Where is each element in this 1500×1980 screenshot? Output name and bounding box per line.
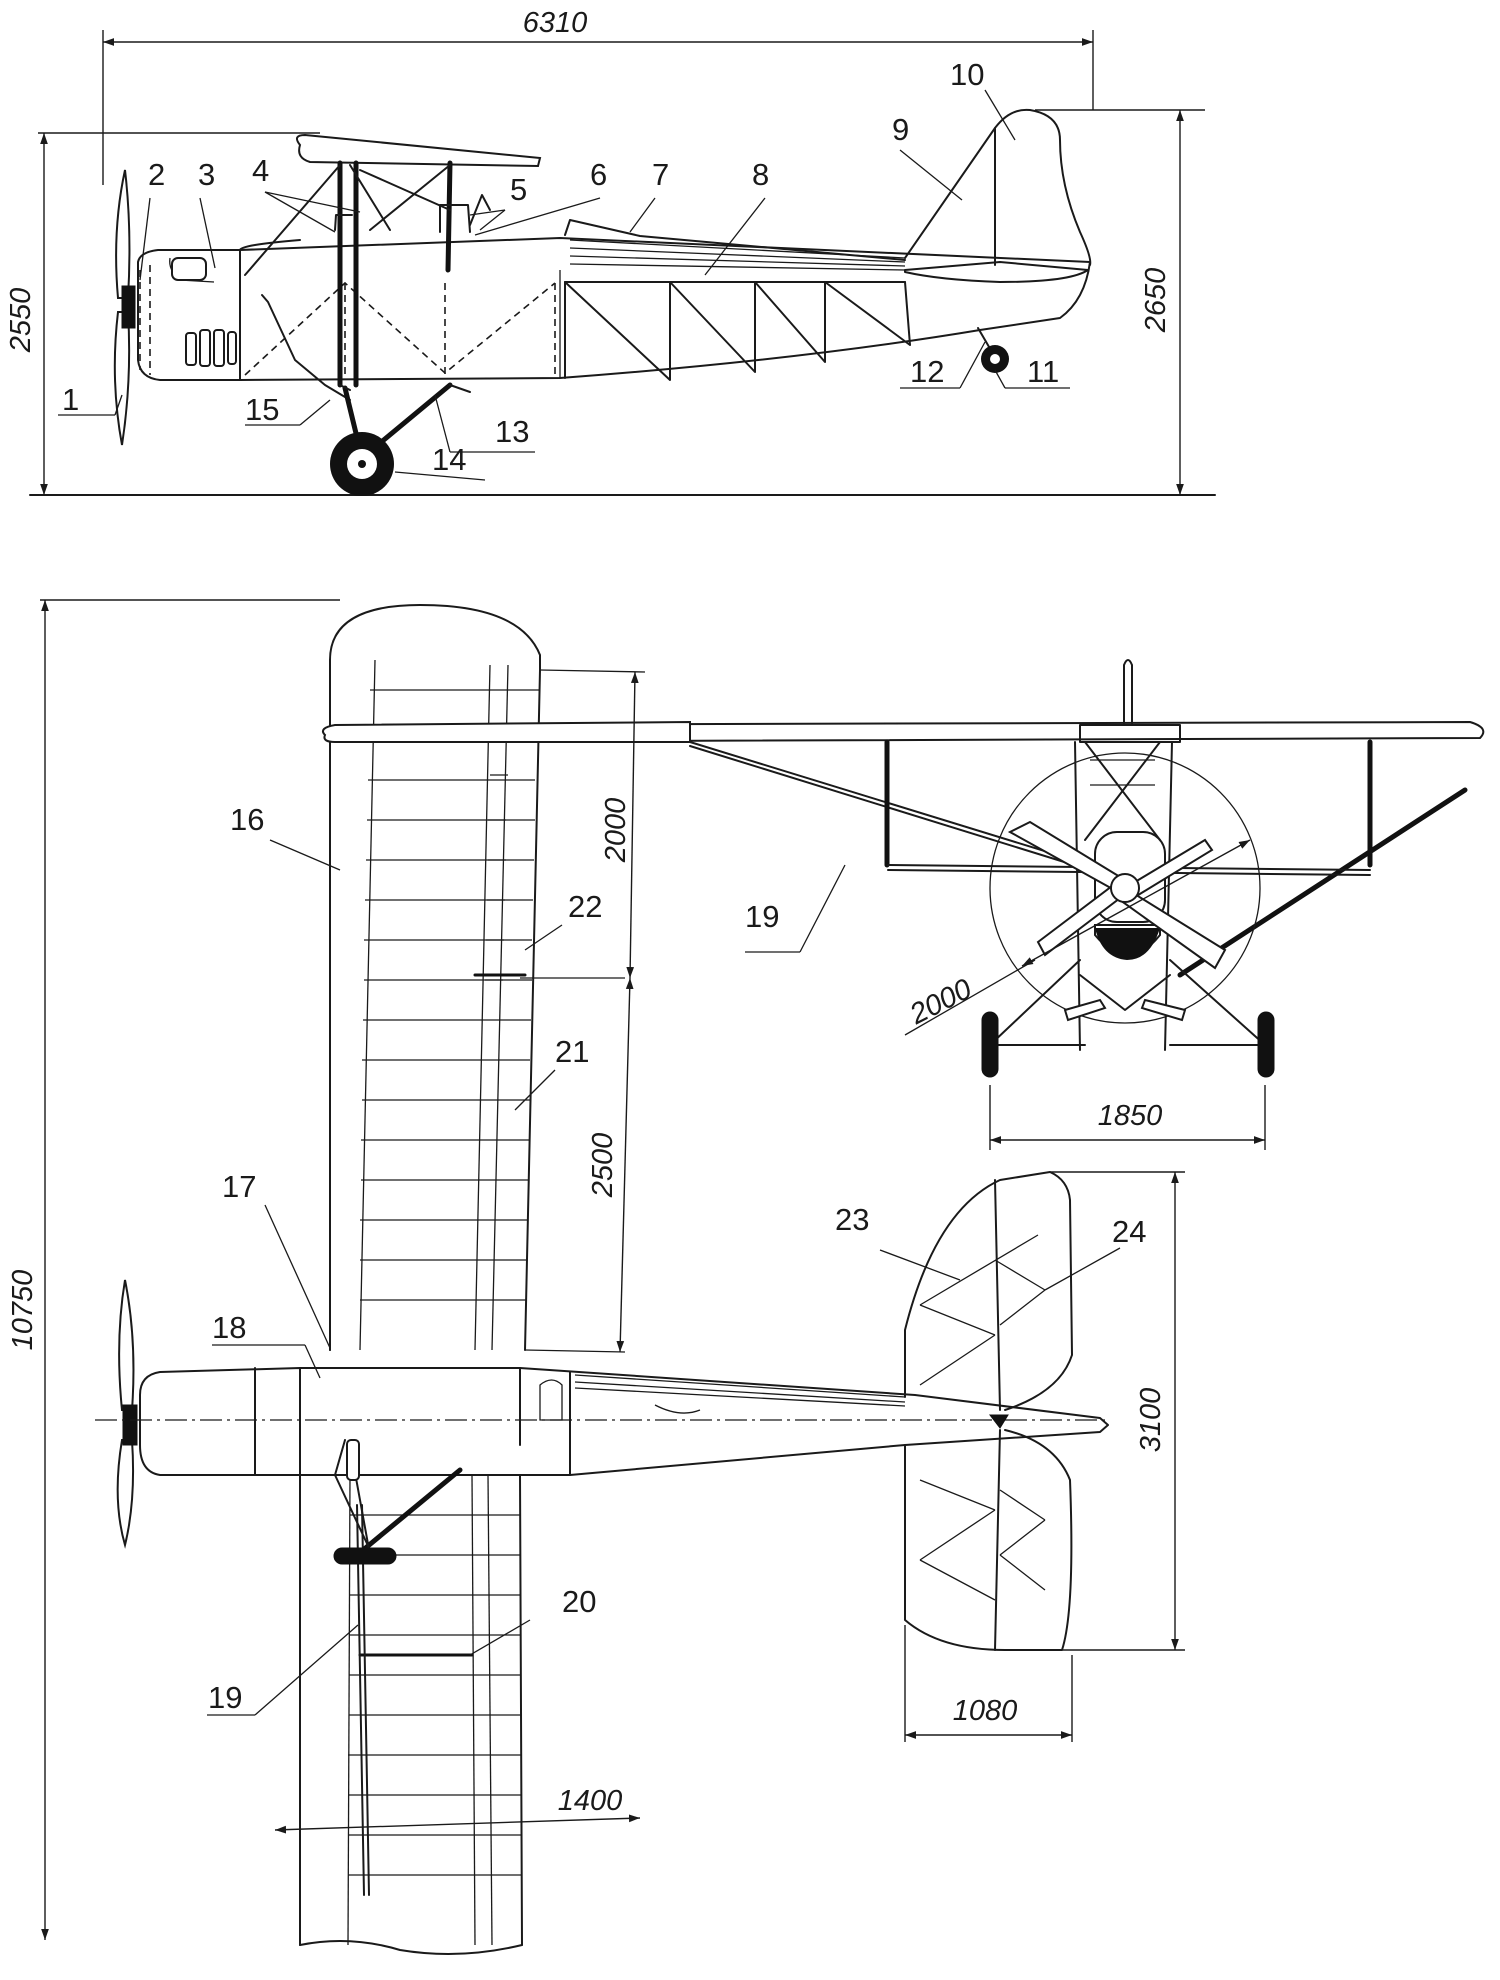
side-view: 6310 2550 2650 bbox=[5, 7, 1216, 496]
callout-18: 18 bbox=[212, 1310, 246, 1345]
dim-aileron-outer: 2000 bbox=[600, 798, 632, 864]
dim-aileron-inner: 2500 bbox=[587, 1133, 619, 1199]
fuselage-side bbox=[239, 219, 1091, 381]
dim-height-tail: 2650 bbox=[1140, 268, 1172, 334]
dim-prop-diameter: 2000 bbox=[904, 973, 977, 1031]
callout-20: 20 bbox=[562, 1584, 596, 1619]
callout-5: 5 bbox=[510, 172, 527, 207]
callout-24: 24 bbox=[1112, 1214, 1146, 1249]
lower-ribs bbox=[348, 1514, 522, 1876]
front-height-dimension: 2550 bbox=[5, 132, 320, 495]
callout-15: 15 bbox=[245, 392, 279, 427]
engine-cowling bbox=[137, 249, 241, 381]
callout-13: 13 bbox=[495, 414, 529, 449]
front-landing-gear bbox=[981, 959, 1275, 1078]
callout-22: 22 bbox=[568, 889, 602, 924]
length-dimension: 6310 bbox=[102, 7, 1094, 185]
callout-7: 7 bbox=[652, 157, 669, 192]
callout-17: 17 bbox=[222, 1169, 256, 1204]
callout-16: 16 bbox=[230, 802, 264, 837]
callout-14: 14 bbox=[432, 442, 466, 477]
callout-23: 23 bbox=[835, 1202, 869, 1237]
callout-10: 10 bbox=[950, 57, 984, 92]
callout-3: 3 bbox=[198, 157, 215, 192]
dim-track: 1850 bbox=[1098, 1100, 1163, 1132]
fin-and-rudder bbox=[904, 108, 1092, 283]
dim-stab-chord: 1080 bbox=[953, 1695, 1018, 1727]
callout-19-plan: 19 bbox=[208, 1680, 242, 1715]
callout-9: 9 bbox=[892, 112, 909, 147]
plan-view: 10750 bbox=[7, 599, 1185, 1955]
dim-height-front: 2550 bbox=[5, 288, 37, 354]
upper-wing-side bbox=[244, 133, 542, 388]
propeller-disc bbox=[989, 752, 1261, 1024]
callout-8: 8 bbox=[752, 157, 769, 192]
plan-callouts: 16 17 18 19 20 21 22 23 24 bbox=[207, 802, 1146, 1716]
wing-upper-half bbox=[322, 604, 691, 1351]
callout-1: 1 bbox=[62, 382, 79, 417]
callout-6: 6 bbox=[590, 157, 607, 192]
tail-wheel bbox=[977, 327, 1009, 373]
tail-height-dimension: 2650 bbox=[1035, 109, 1205, 495]
dim-wing-chord: 1400 bbox=[558, 1785, 623, 1817]
cowling-louvres bbox=[185, 329, 237, 367]
upper-ribs bbox=[360, 689, 540, 1301]
callout-19-front: 19 bbox=[745, 899, 779, 934]
callout-12: 12 bbox=[910, 354, 944, 389]
dim-span: 10750 bbox=[7, 1270, 39, 1351]
callout-4: 4 bbox=[252, 153, 269, 188]
callout-21: 21 bbox=[555, 1034, 589, 1069]
propeller bbox=[113, 169, 136, 446]
wing-lower-half bbox=[299, 1439, 523, 1955]
callout-11: 11 bbox=[1027, 354, 1059, 389]
callout-2: 2 bbox=[148, 157, 165, 192]
dim-length: 6310 bbox=[523, 7, 588, 39]
side-callouts: 1 2 3 4 5 6 7 8 9 10 11 bbox=[58, 57, 1070, 481]
fuselage-plan bbox=[116, 1279, 1109, 1549]
front-view: 2000 1850 19 bbox=[325, 659, 1485, 1150]
dim-stab-span: 3100 bbox=[1135, 1388, 1167, 1453]
horizontal-tail bbox=[904, 1171, 1073, 1651]
